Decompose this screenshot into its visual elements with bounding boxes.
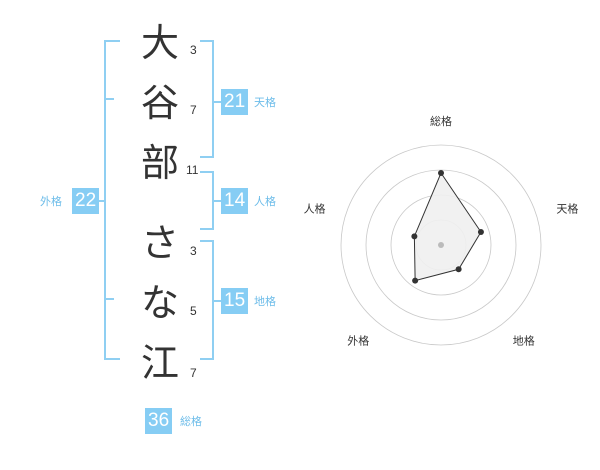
gaikaku-badge: 22 [72,188,100,214]
name-char-6: 江 [140,341,179,385]
radar-point-1 [438,170,444,176]
radar-series-area [413,171,482,282]
tenkaku-bracket-tick [200,40,214,42]
chikaku-label: 地格 [254,295,276,308]
chikaku-badge: 15 [221,288,249,314]
radar-axis-label-1: 総格 [430,114,452,128]
chikaku-bracket-tick [200,240,214,242]
jinkaku-bracket-tick [200,171,214,173]
stroke-count-6: 7 [190,366,197,380]
jinkaku-label: 人格 [254,195,276,208]
stroke-count-3: 11 [186,163,199,177]
tenkaku-bracket-line [212,40,214,158]
name-char-1: 大 [140,21,179,65]
radar-axis-label-4: 外格 [347,333,369,347]
gaikaku-connector [98,200,106,202]
radar-point-5 [411,233,418,240]
gaikaku-bracket-tick [104,40,120,42]
name-char-5: な [140,281,179,325]
gaikaku-bracket-tick [104,358,120,360]
tenkaku-connector [212,101,221,103]
chikaku-connector [212,300,221,302]
radar-grid-ring [340,144,542,346]
name-char-4: さ [140,221,179,265]
radar-axis-label-2: 天格 [556,202,578,216]
chikaku-bracket-tick [200,358,214,360]
stroke-count-2: 7 [190,103,197,117]
stroke-count-5: 5 [190,304,197,318]
name-char-3: 部 [140,141,179,185]
tenkaku-label: 天格 [254,96,276,109]
radar-point-4 [412,277,419,284]
radar-axis-label-3: 地格 [513,333,535,347]
radar-point-2 [477,229,484,236]
radar-center-dot [438,242,444,248]
soukaku-badge: 36 [145,408,173,434]
tenkaku-bracket-tick [200,156,214,158]
soukaku-label: 総格 [180,415,202,428]
gaikaku-label: 外格 [40,195,62,208]
gaikaku-bracket-tick [104,98,114,100]
jinkaku-bracket-tick [200,228,214,230]
stroke-count-1: 3 [190,43,197,57]
gaikaku-bracket-tick [104,298,114,300]
jinkaku-connector [212,200,221,202]
radar-axis-label-5: 人格 [304,202,326,216]
tenkaku-badge: 21 [221,89,249,115]
stroke-count-4: 3 [190,244,197,258]
radar-point-3 [455,266,462,273]
name-char-2: 谷 [140,81,179,125]
jinkaku-badge: 14 [221,188,249,214]
